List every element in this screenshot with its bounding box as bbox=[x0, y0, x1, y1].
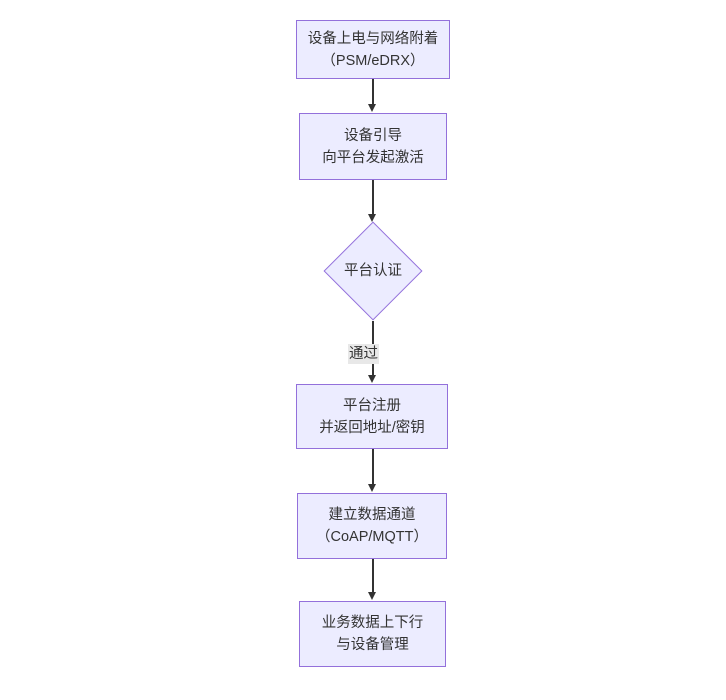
node-label-line: （PSM/eDRX） bbox=[321, 52, 425, 69]
node-power-network-attach: 设备上电与网络附着 （PSM/eDRX） bbox=[296, 20, 450, 79]
node-label-line: 平台注册 bbox=[343, 397, 401, 414]
node-label-line: 设备引导 bbox=[344, 127, 402, 144]
node-label-line: 设备上电与网络附着 bbox=[307, 30, 439, 47]
arrow-head bbox=[368, 484, 376, 492]
node-bootstrap-activate: 设备引导 向平台发起激活 bbox=[299, 113, 447, 180]
edge-line bbox=[372, 180, 374, 216]
node-label-line: 建立数据通道 bbox=[328, 507, 416, 523]
node-label-line: 平台认证 bbox=[344, 263, 402, 279]
decision-platform-auth: 平台认证 bbox=[323, 221, 423, 321]
arrow-head bbox=[368, 214, 376, 222]
node-label-line: 业务数据上下行 bbox=[321, 615, 424, 631]
edge-line bbox=[372, 449, 374, 486]
node-business-data-management: 业务数据上下行 与设备管理 bbox=[299, 601, 446, 667]
edge-label-pass: 通过 bbox=[348, 344, 379, 364]
node-label-line: 并返回地址/密钥 bbox=[319, 419, 425, 436]
node-platform-register: 平台注册 并返回地址/密钥 bbox=[296, 384, 448, 449]
arrow-head bbox=[368, 104, 376, 112]
node-label-line: 与设备管理 bbox=[336, 637, 409, 653]
node-data-channel: 建立数据通道 （CoAP/MQTT） bbox=[297, 493, 447, 559]
edge-line bbox=[372, 79, 374, 106]
arrow-head bbox=[368, 592, 376, 600]
node-label-line: （CoAP/MQTT） bbox=[316, 529, 428, 545]
node-label-line: 向平台发起激活 bbox=[322, 149, 424, 166]
edge-line bbox=[372, 559, 374, 594]
arrow-head bbox=[368, 375, 376, 383]
